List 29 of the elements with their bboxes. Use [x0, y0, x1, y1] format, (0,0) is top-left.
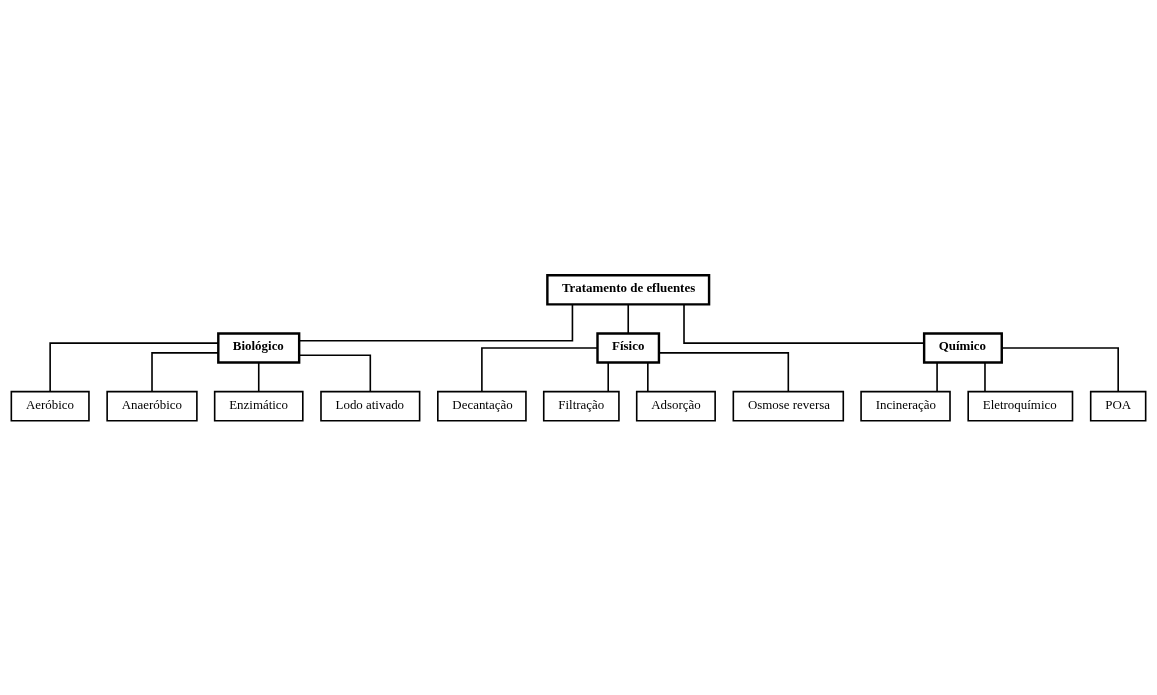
node-box: Lodo ativado	[320, 390, 421, 422]
node-box: Tratamento de efluentes	[546, 273, 711, 306]
node-box: Incineração	[860, 390, 951, 422]
node-box: Eletroquímico	[967, 390, 1074, 422]
node-box: Enzimático	[213, 390, 304, 422]
node-box: Adsorção	[635, 390, 716, 422]
node-box: Decantação	[437, 390, 527, 422]
node-box: POA	[1089, 390, 1147, 422]
connector	[627, 303, 630, 334]
connector	[984, 361, 986, 392]
node-box: Biológico	[217, 331, 301, 364]
connector	[683, 303, 925, 344]
connector	[481, 346, 598, 392]
connector	[647, 361, 649, 392]
node-box: Aeróbico	[10, 390, 90, 422]
connector	[658, 351, 790, 392]
connector	[1001, 346, 1119, 392]
node-box: Químico	[922, 331, 1003, 364]
connector	[257, 361, 260, 392]
node-box: Anaeróbico	[106, 390, 198, 422]
node-box: Filtração	[542, 390, 620, 422]
connector	[936, 361, 938, 392]
node-box: Osmose reversa	[732, 390, 845, 422]
connector	[298, 303, 574, 342]
connector	[49, 341, 220, 392]
connector	[298, 353, 372, 392]
connector	[607, 361, 609, 392]
node-box: Físico	[596, 331, 661, 364]
connector	[151, 351, 219, 392]
